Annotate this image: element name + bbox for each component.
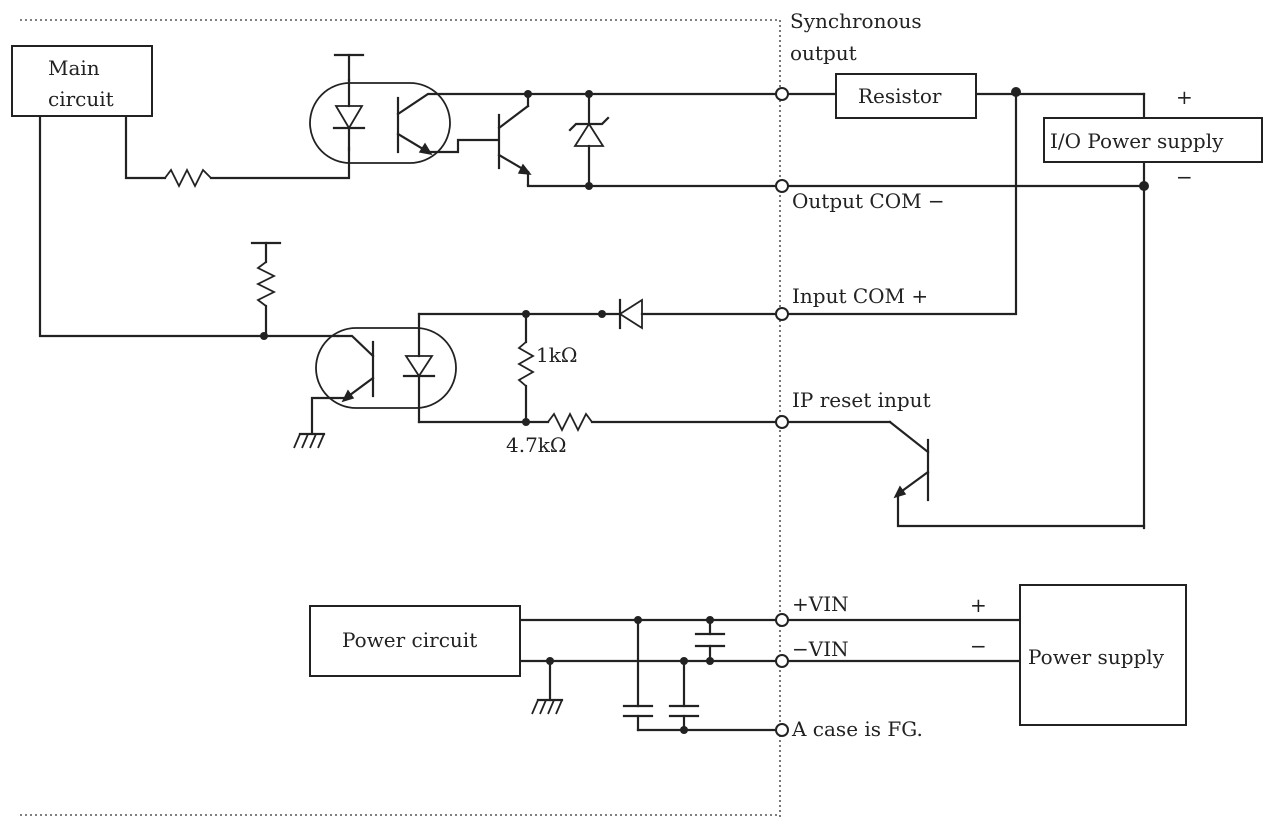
vin-plus-label: +VIN bbox=[792, 592, 849, 616]
ip-reset-input-label: IP reset input bbox=[792, 388, 931, 412]
terminal-synchronous-output bbox=[775, 87, 789, 101]
resistor-4k7-label: 4.7kΩ bbox=[506, 433, 567, 457]
resistor-1k-label: 1kΩ bbox=[536, 343, 577, 367]
terminal-vin-minus bbox=[775, 654, 789, 668]
power-supply-label: Power supply bbox=[1028, 645, 1165, 669]
io-minus-sign: − bbox=[1176, 165, 1193, 189]
terminal-input-com bbox=[775, 307, 789, 321]
resistor-block: Resistor bbox=[835, 73, 977, 119]
synchronous-output-label-1: Synchronous bbox=[790, 9, 922, 33]
external-reset-transistor bbox=[888, 420, 930, 502]
io-power-supply-label: I/O Power supply bbox=[1050, 129, 1224, 153]
resistor-label: Resistor bbox=[858, 84, 942, 108]
io-power-supply-block: I/O Power supply bbox=[1043, 117, 1263, 163]
zener-diode bbox=[568, 92, 610, 188]
ps-minus-sign: − bbox=[970, 634, 987, 658]
input-diode bbox=[618, 298, 643, 330]
case-fg-label: A case is FG. bbox=[791, 717, 923, 741]
device-boundary bbox=[20, 19, 781, 818]
main-circuit-label-1: Main bbox=[48, 56, 100, 80]
io-plus-sign: + bbox=[1176, 85, 1193, 109]
capacitor-vin bbox=[694, 618, 726, 663]
terminals bbox=[775, 87, 789, 737]
power-supply-block: Power supply bbox=[1019, 584, 1187, 726]
vin-minus-label: −VIN bbox=[792, 637, 849, 661]
power-circuit-block: Power circuit bbox=[309, 605, 521, 677]
synchronous-output-section bbox=[124, 53, 1149, 530]
terminal-case-fg bbox=[775, 723, 789, 737]
synchronous-output-label-2: output bbox=[790, 41, 857, 65]
ps-plus-sign: + bbox=[970, 593, 987, 617]
main-circuit-label-2: circuit bbox=[48, 87, 114, 111]
terminal-vin-plus bbox=[775, 613, 789, 627]
power-circuit-label: Power circuit bbox=[342, 628, 477, 652]
ip-reset-input-section bbox=[38, 114, 1146, 528]
output-transistor bbox=[497, 92, 532, 187]
output-photocoupler bbox=[309, 78, 530, 164]
capacitor-plus-fg bbox=[622, 618, 654, 732]
main-circuit-block: Main circuit bbox=[11, 45, 153, 117]
input-com-label: Input COM + bbox=[792, 284, 928, 308]
power-section bbox=[518, 616, 1022, 734]
output-com-label: Output COM − bbox=[792, 189, 945, 213]
terminal-output-com bbox=[775, 179, 789, 193]
input-photocoupler bbox=[315, 312, 457, 424]
terminal-ip-reset bbox=[775, 415, 789, 429]
capacitor-minus-fg bbox=[668, 659, 700, 732]
